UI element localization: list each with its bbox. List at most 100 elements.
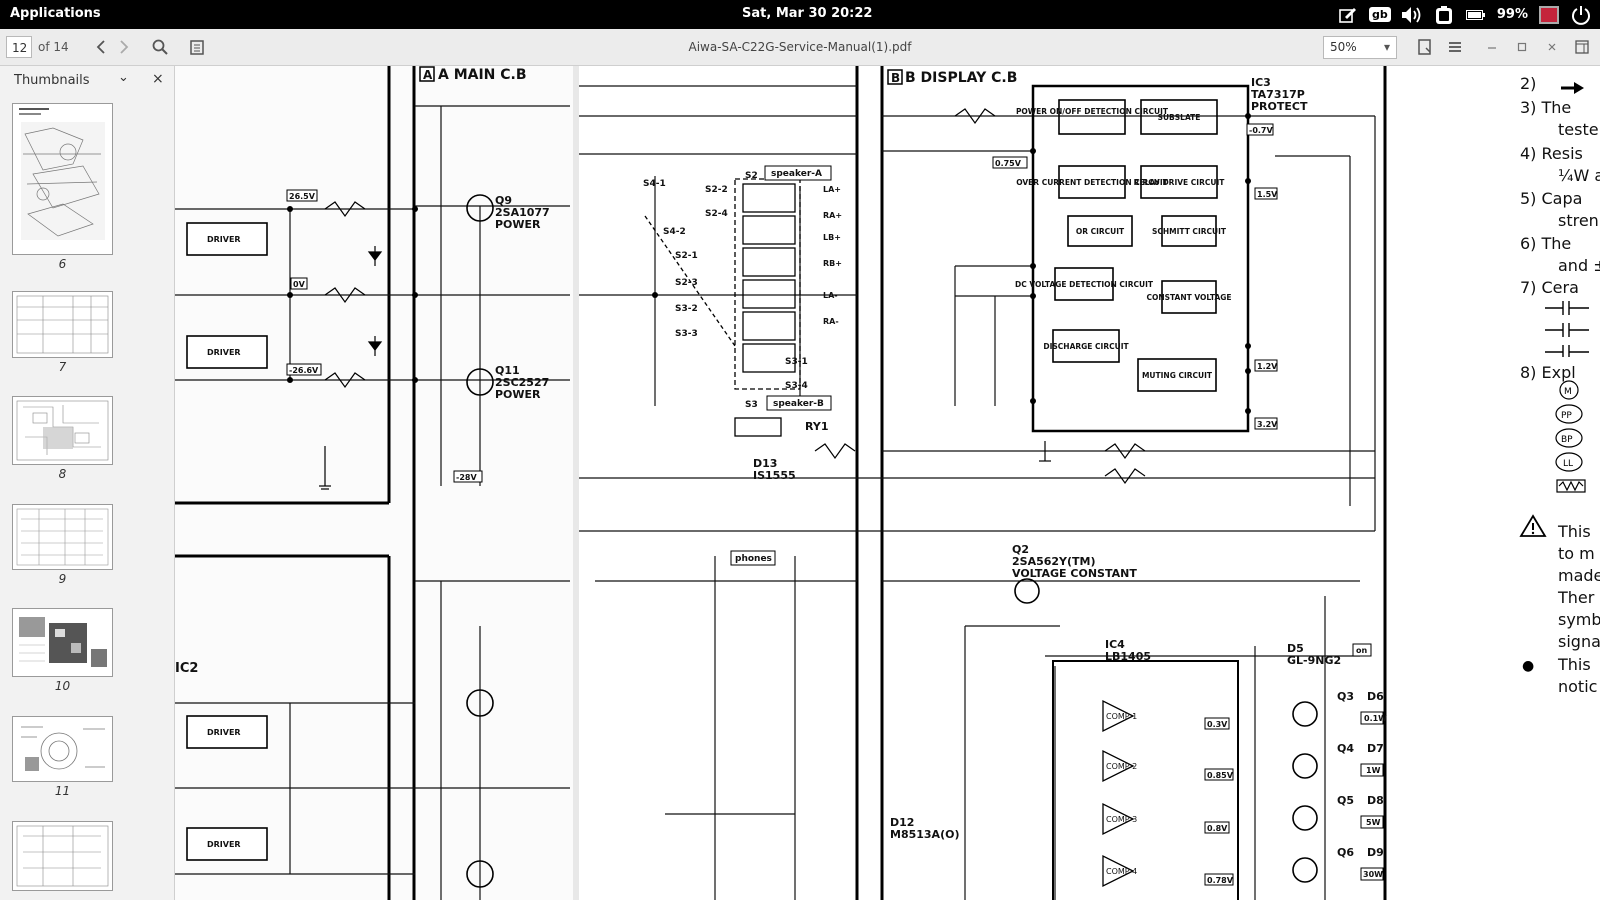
zoom-select[interactable]: 50% ▾ xyxy=(1323,36,1397,59)
note-line: stren xyxy=(1558,211,1599,230)
sidebar-toggle-button[interactable] xyxy=(1570,35,1594,59)
svg-text:B: B xyxy=(891,71,900,85)
voltage-tag: 0V xyxy=(293,280,306,289)
chevron-down-icon[interactable]: ⌄ xyxy=(118,70,129,85)
next-page-button[interactable] xyxy=(112,35,136,59)
block-label: DISCHARGE CIRCUIT xyxy=(1043,342,1129,351)
previous-page-button[interactable] xyxy=(89,35,113,59)
driver-label: DRIVER xyxy=(207,840,241,849)
arrow-right-icon xyxy=(1561,82,1584,94)
driver-label: DRIVER xyxy=(207,728,241,737)
note-line: symb xyxy=(1558,610,1600,629)
block-label: OR CIRCUIT xyxy=(1076,227,1125,236)
maximize-button[interactable] xyxy=(1510,35,1534,59)
thumbnail-page[interactable] xyxy=(12,504,113,570)
power-icon[interactable] xyxy=(1570,5,1592,25)
phones-label: phones xyxy=(735,554,772,564)
note-line: 8) Expl xyxy=(1520,363,1576,382)
app-icon[interactable] xyxy=(1538,5,1560,25)
close-icon[interactable]: × xyxy=(152,71,164,87)
q11-part: 2SC2527 xyxy=(495,376,549,389)
switch-label: S4-1 xyxy=(643,179,666,189)
block-label: SUBSLATE xyxy=(1158,113,1201,122)
applications-menu[interactable]: Applications xyxy=(10,6,101,21)
d13-label: D13 xyxy=(753,457,777,470)
output-label: LA+ xyxy=(823,185,841,194)
q2-function: VOLTAGE CONSTANT xyxy=(1012,567,1137,580)
d5-label: D5 xyxy=(1287,642,1304,655)
voltage-tag: -0.7V xyxy=(1249,126,1273,135)
ic3-label: IC3 xyxy=(1251,76,1271,89)
q9-label: Q9 xyxy=(495,194,512,207)
block-label: OVER CURRENT DETECTION CIRCUIT xyxy=(1016,178,1168,187)
chevron-down-icon: ▾ xyxy=(1383,40,1390,54)
d12-label: D12 xyxy=(890,816,914,829)
note-line: 6) The xyxy=(1520,234,1572,253)
page-number-input[interactable]: 12 xyxy=(6,36,32,58)
section-b-title: B DISPLAY C.B xyxy=(905,70,1017,86)
voltage-tag: 0.75V xyxy=(995,159,1022,168)
block-label: MUTING CIRCUIT xyxy=(1142,371,1213,380)
sidebar-title[interactable]: Thumbnails xyxy=(14,73,90,88)
note-line: signa xyxy=(1558,632,1600,651)
q11-function: POWER xyxy=(495,388,541,401)
diode-label: D6 xyxy=(1367,690,1384,703)
clipboard-icon[interactable] xyxy=(1433,5,1455,25)
clock[interactable]: Sat, Mar 30 20:22 xyxy=(742,6,873,21)
d13-part: IS1555 xyxy=(753,469,796,482)
comp-label: COMP 1 xyxy=(1106,712,1137,721)
keyboard-icon[interactable]: gb xyxy=(1369,5,1391,25)
close-button[interactable] xyxy=(1540,35,1564,59)
svg-text:BP: BP xyxy=(1561,435,1573,445)
volume-icon[interactable] xyxy=(1401,5,1423,25)
voltage-tag: 1.5V xyxy=(1257,190,1278,199)
thumbnails-sidebar: Thumbnails ⌄ × 6 7 xyxy=(0,66,175,900)
thumbnail-label: 6 xyxy=(58,257,67,271)
note-line: made xyxy=(1558,566,1600,585)
note-line: to m xyxy=(1558,544,1595,563)
note-line: 3) The xyxy=(1520,98,1572,117)
switch-label: S2-1 xyxy=(675,251,698,261)
diode-label: D9 xyxy=(1367,846,1384,859)
diode-label: D8 xyxy=(1367,794,1384,807)
q11-label: Q11 xyxy=(495,364,520,377)
thumbnail-page[interactable] xyxy=(12,103,113,255)
switch-label: S2-4 xyxy=(705,209,728,219)
battery-icon[interactable] xyxy=(1465,5,1487,25)
speaker-a-label: speaker-A xyxy=(771,169,822,179)
voltage-tag: -28V xyxy=(456,473,477,482)
menu-button[interactable] xyxy=(1443,35,1467,59)
thumbnail-page[interactable] xyxy=(12,821,113,891)
app-icon-square xyxy=(1539,5,1559,24)
viewer-toolbar: 12 of 14 Aiwa-SA-C22G-Service-Manual(1).… xyxy=(0,29,1600,66)
output-label: LA- xyxy=(823,291,838,300)
transistor-label: Q6 xyxy=(1337,846,1354,859)
keyboard-layout: gb xyxy=(1369,7,1391,22)
minimize-button[interactable] xyxy=(1480,35,1504,59)
warning-icon xyxy=(1519,514,1547,537)
bookmark-button[interactable] xyxy=(1413,35,1437,59)
system-tray: gb 99% xyxy=(1337,3,1592,26)
thumbnail-page[interactable] xyxy=(12,716,113,782)
voltage-tag: 0.8V xyxy=(1207,824,1228,833)
search-button[interactable] xyxy=(148,35,172,59)
output-label: RA+ xyxy=(823,211,842,220)
thumbnail-page[interactable] xyxy=(12,608,113,677)
chevron-right-icon xyxy=(120,40,129,54)
thumbnail-label: 9 xyxy=(58,572,67,586)
bookmark-icon xyxy=(1418,39,1431,55)
ic2-label: IC2 xyxy=(175,661,198,676)
thumbnail-page[interactable] xyxy=(12,396,113,465)
document-page[interactable]: POWER ON/OFF DETECTION CIRCUIT SUBSLATE … xyxy=(175,66,1600,900)
annotations-button[interactable] xyxy=(185,35,209,59)
maximize-icon xyxy=(1517,42,1527,52)
driver-label: DRIVER xyxy=(207,235,241,244)
thumbnail-page[interactable] xyxy=(12,291,113,358)
output-label: LB+ xyxy=(823,233,841,242)
watt-label: 0.1W xyxy=(1364,714,1387,723)
watt-label: 1W xyxy=(1366,766,1381,775)
svg-text:LL: LL xyxy=(1563,459,1573,469)
edit-icon[interactable] xyxy=(1337,5,1359,25)
page-total: of 14 xyxy=(38,40,69,54)
